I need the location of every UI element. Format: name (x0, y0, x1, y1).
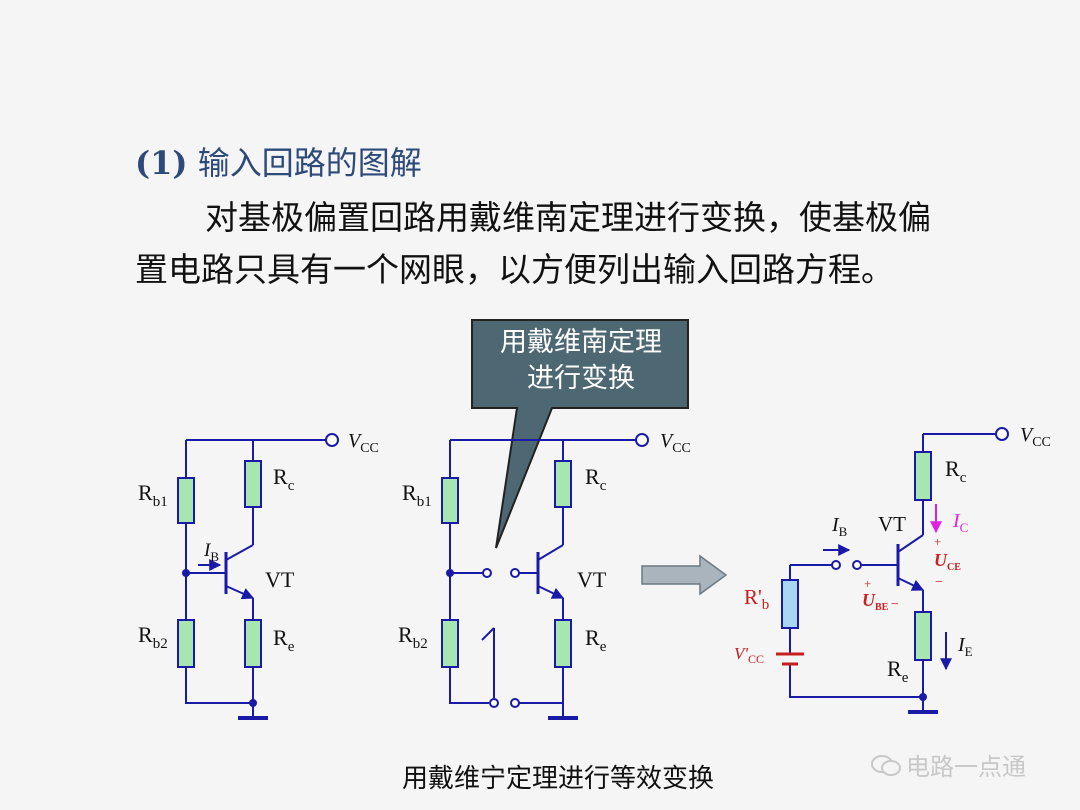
c2-rb2-label: Rb2 (398, 622, 428, 652)
c3-ib-label: IB (831, 514, 848, 539)
c1-rb1-label: Rb1 (138, 480, 168, 510)
c2-rc-label: Rc (585, 464, 607, 494)
c2-re-label: Re (585, 625, 607, 655)
watermark-text: 电路一点通 (906, 753, 1026, 781)
circuit-equivalent-labels: VCC Rc Re R'b V'CC IB VT IC IE + UCE − +… (734, 424, 1051, 686)
watermark: 电路一点通 (870, 747, 1026, 782)
transform-arrow-icon (641, 554, 728, 596)
section-heading: (1) 输入回路的图解 (135, 138, 422, 184)
callout-text: 用戴维南定理 进行变换 (474, 325, 688, 397)
circuit-split (441, 433, 649, 720)
c2-rb1-label: Rb1 (402, 480, 432, 510)
paragraph-line-1: 对基极偏置回路用戴维南定理进行变换，使基极偏 (205, 198, 931, 237)
c3-uce-plus: + (934, 534, 941, 549)
c3-re-label: Re (887, 656, 909, 686)
heading-number: (1) (135, 144, 188, 182)
c3-vcc-label: VCC (1020, 424, 1051, 450)
c3-rb-label: R'b (744, 585, 769, 613)
circuit-equivalent (776, 427, 1009, 714)
wechat-icon (871, 754, 901, 776)
callout-bubble (471, 319, 689, 549)
circuit-original-labels: VCC Rb1 Rb2 Rc Re IB VT (138, 430, 379, 655)
figure-caption: 用戴维宁定理进行等效变换 (402, 764, 715, 794)
c1-rc-label: Rc (273, 464, 295, 494)
c1-vcc-label: VCC (348, 430, 379, 456)
c1-vt-label: VT (265, 567, 295, 592)
c2-vcc-label: VCC (660, 430, 691, 456)
c3-ube-label: UBE (862, 590, 889, 613)
circuit-original (177, 433, 339, 720)
heading-text: 输入回路的图解 (197, 144, 422, 182)
c1-rb2-label: Rb2 (138, 622, 168, 652)
c2-vt-label: VT (577, 567, 607, 592)
c3-uce-minus: − (935, 575, 943, 590)
c3-ic-label: IC (952, 510, 968, 535)
c3-vt-label: VT (878, 512, 906, 536)
c3-ube-minus: − (891, 597, 899, 612)
callout-line-2: 进行变换 (527, 363, 635, 394)
c1-ib-label: IB (203, 540, 219, 564)
description-paragraph: 对基极偏置回路用戴维南定理进行变换，使基极偏 置电路只具有一个网眼，以方便列出输… (135, 192, 1015, 296)
c3-rc-label: Rc (945, 456, 967, 486)
callout-line-1: 用戴维南定理 (500, 327, 662, 358)
c1-re-label: Re (273, 625, 295, 655)
c3-ie-label: IE (957, 634, 973, 659)
paragraph-line-2: 置电路只具有一个网眼，以方便列出输入回路方程。 (135, 250, 894, 289)
c3-ube-plus: + (864, 576, 871, 591)
c3-uce-label: UCE (934, 550, 961, 573)
c3-vcc2-label: V'CC (734, 644, 764, 666)
circuit-split-labels: VCC Rb1 Rb2 Rc Re VT (398, 430, 691, 655)
